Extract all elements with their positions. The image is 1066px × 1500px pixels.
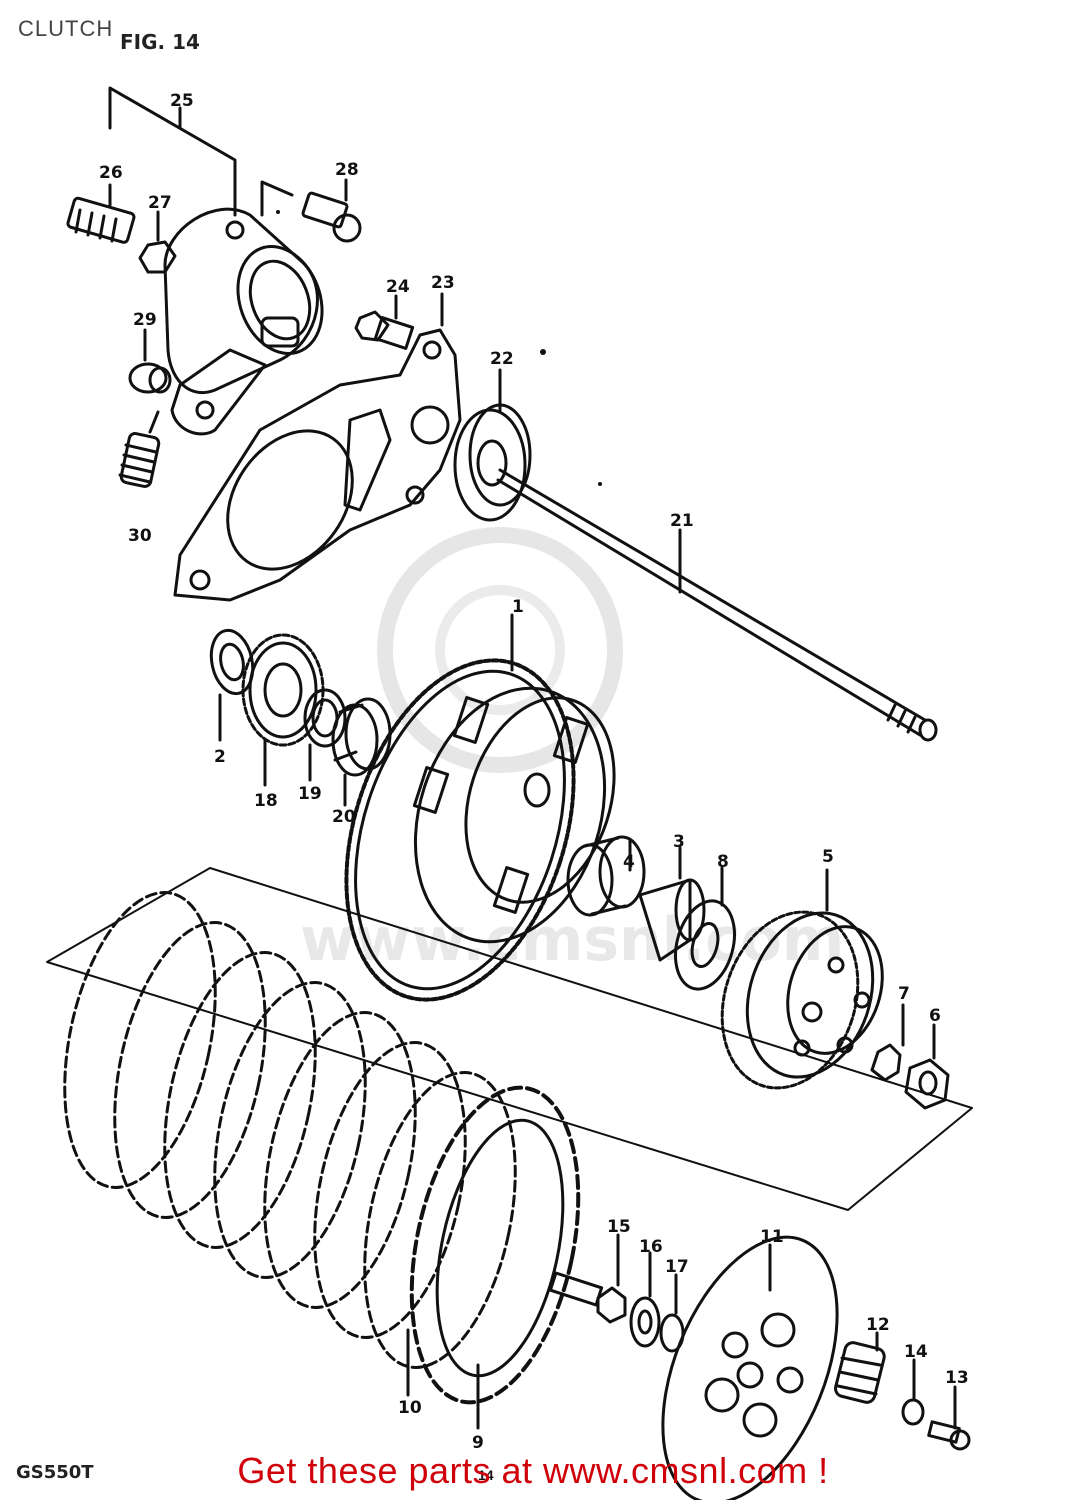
part-26-screw bbox=[66, 196, 136, 244]
leader-25c bbox=[260, 180, 294, 217]
callout-2: 2 bbox=[214, 747, 226, 767]
cta-link[interactable]: Get these parts at www.cmsnl.com ! bbox=[237, 1450, 829, 1491]
part-7-lockwasher bbox=[870, 1043, 902, 1082]
part-24-bolt bbox=[354, 310, 415, 350]
part-28-screw bbox=[301, 191, 362, 243]
callout-21: 21 bbox=[670, 511, 694, 531]
callout-23: 23 bbox=[431, 273, 455, 293]
scan-specks bbox=[276, 210, 602, 486]
part-4-spacer bbox=[566, 835, 646, 917]
cta-banner[interactable]: Get these parts at www.cmsnl.com ! bbox=[0, 1450, 1066, 1492]
plate-group-frame bbox=[46, 867, 973, 1211]
part-5-clutch-hub bbox=[720, 910, 884, 1090]
page-title: CLUTCH bbox=[18, 16, 114, 41]
callout-26: 26 bbox=[99, 163, 123, 183]
part-9-10-clutch-plates bbox=[63, 891, 581, 1405]
part-6-nut bbox=[904, 1058, 950, 1110]
callout-labels: 1 2 3 4 5 6 7 8 9 10 11 12 13 14 15 16 1… bbox=[99, 91, 969, 1453]
callout-6: 6 bbox=[929, 1006, 941, 1026]
part-25-release-housing bbox=[163, 207, 324, 436]
part-13-bolt bbox=[927, 1420, 971, 1451]
callout-28: 28 bbox=[335, 160, 359, 180]
part-8-washer bbox=[674, 899, 736, 991]
model-label: GS550T bbox=[16, 1462, 94, 1483]
callout-24: 24 bbox=[386, 277, 410, 297]
callout-8: 8 bbox=[717, 852, 729, 872]
callout-13: 13 bbox=[945, 1368, 969, 1388]
callout-15: 15 bbox=[607, 1217, 631, 1237]
callout-4: 4 bbox=[623, 852, 635, 872]
part-21-push-rod bbox=[496, 468, 938, 742]
page-number: 14 bbox=[478, 1467, 494, 1483]
callout-14: 14 bbox=[904, 1342, 928, 1362]
callout-10: 10 bbox=[398, 1398, 422, 1418]
part-22-bearing bbox=[453, 403, 532, 522]
callout-9: 9 bbox=[472, 1433, 484, 1453]
callout-29: 29 bbox=[133, 310, 157, 330]
watermark: www.cmsnl.com bbox=[300, 527, 844, 975]
callout-25: 25 bbox=[170, 91, 194, 111]
callout-18: 18 bbox=[254, 791, 278, 811]
callout-27: 27 bbox=[148, 193, 172, 213]
leader-25 bbox=[108, 86, 237, 217]
part-30-spring bbox=[118, 432, 161, 488]
part-18-gear bbox=[241, 633, 325, 747]
callout-11: 11 bbox=[760, 1227, 784, 1247]
figure-label: FIG. 14 bbox=[120, 30, 200, 54]
part-15-bolt bbox=[548, 1271, 627, 1324]
part-23-gasket bbox=[173, 328, 462, 602]
callout-7: 7 bbox=[898, 984, 910, 1004]
part-29-cap bbox=[128, 362, 172, 394]
callout-22: 22 bbox=[490, 349, 514, 369]
part-3-sleeve bbox=[638, 878, 706, 962]
part-14-washer bbox=[901, 1398, 925, 1426]
part-16-washer bbox=[629, 1296, 661, 1348]
callout-17: 17 bbox=[665, 1257, 689, 1277]
callout-1: 1 bbox=[512, 597, 524, 617]
callout-16: 16 bbox=[639, 1237, 663, 1257]
callout-19: 19 bbox=[298, 784, 322, 804]
watermark-text: www.cmsnl.com bbox=[300, 905, 844, 975]
callout-5: 5 bbox=[822, 847, 834, 867]
callout-12: 12 bbox=[866, 1315, 890, 1335]
part-20-bearing bbox=[331, 697, 392, 777]
callout-3: 3 bbox=[673, 832, 685, 852]
part-12-spring bbox=[834, 1341, 886, 1404]
callout-20: 20 bbox=[332, 807, 356, 827]
callout-30: 30 bbox=[128, 526, 152, 546]
